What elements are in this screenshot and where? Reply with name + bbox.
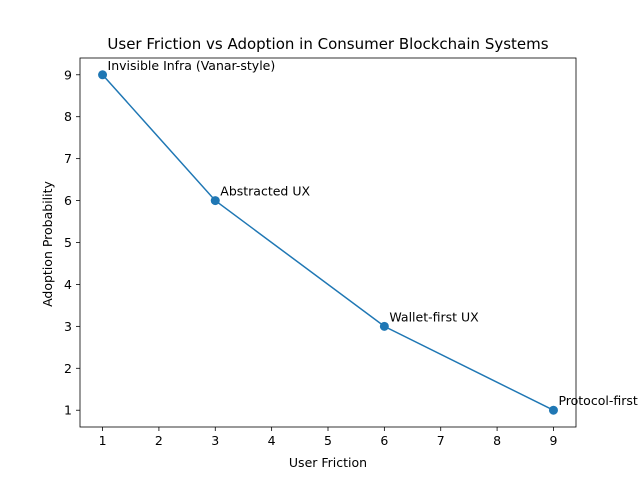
point-annotation: Invisible Infra (Vanar-style) [108,58,276,73]
y-tick-label: 7 [64,151,72,166]
y-tick-label: 9 [64,67,72,82]
point-annotation: Protocol-first [558,393,637,408]
x-tick-label: 2 [155,433,163,448]
point-annotation: Wallet-first UX [389,309,479,324]
y-tick-label: 8 [64,109,72,124]
data-point [98,70,108,80]
x-tick-label: 3 [211,433,219,448]
x-tick-label: 5 [324,433,332,448]
point-annotation: Abstracted UX [220,184,310,199]
x-tick-label: 4 [268,433,276,448]
data-point [548,405,558,415]
y-tick-label: 2 [64,361,72,376]
data-point [210,196,220,206]
plot-area: 1 2 3 4 5 6 7 8 9 1 2 3 4 5 6 7 8 9 Invisible Infra (Vanar… [64,57,638,448]
x-tick-label: 9 [549,433,557,448]
x-axis-label: User Friction [289,455,367,470]
y-tick-label: 5 [64,235,72,250]
y-tick-label: 4 [64,277,72,292]
x-tick-label: 8 [493,433,501,448]
y-tick-label: 3 [64,319,72,334]
chart-title: User Friction vs Adoption in Consumer Bl… [107,35,548,53]
y-axis-label: Adoption Probability [40,180,55,306]
y-tick-label: 6 [64,193,72,208]
data-point [379,321,389,331]
x-tick-label: 7 [437,433,445,448]
series-line [101,74,554,411]
y-tick-label: 1 [64,403,72,418]
x-tick-label: 1 [99,433,107,448]
x-tick-label: 6 [380,433,388,448]
